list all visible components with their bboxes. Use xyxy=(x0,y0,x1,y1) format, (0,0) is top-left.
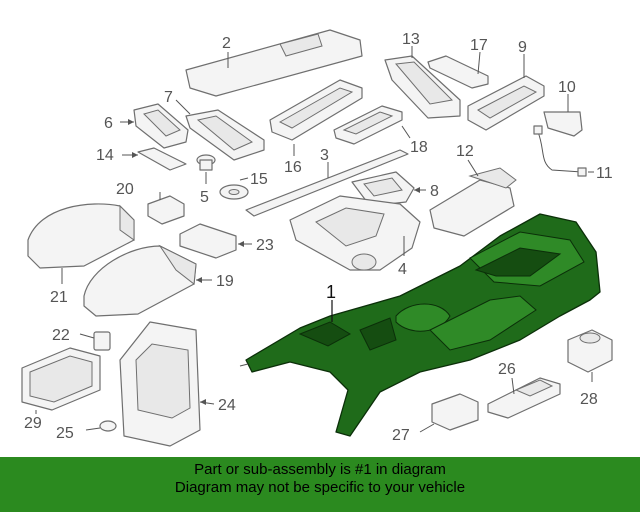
callout-13: 13 xyxy=(402,31,420,48)
part-10-bracket[interactable] xyxy=(543,94,583,137)
info-banner: Part or sub-assembly is #1 in diagram Di… xyxy=(0,457,640,512)
part-9-bracket-tray[interactable] xyxy=(467,54,545,131)
callout-3: 3 xyxy=(320,147,329,164)
part-12-module[interactable] xyxy=(429,159,517,237)
callout-4: 4 xyxy=(398,261,407,278)
callout-22: 22 xyxy=(52,327,70,344)
part-7-tray-liner[interactable] xyxy=(175,99,265,161)
part-14-mat[interactable] xyxy=(122,147,187,171)
part-22-clip[interactable] xyxy=(79,331,111,351)
callout-25: 25 xyxy=(56,425,74,442)
callout-19: 19 xyxy=(216,273,234,290)
callout-27: 27 xyxy=(392,427,410,444)
part-18-pad[interactable] xyxy=(333,105,411,145)
callout-16: 16 xyxy=(284,159,302,176)
part-25-fastener[interactable] xyxy=(85,420,117,432)
callout-29: 29 xyxy=(24,415,42,432)
callout-9: 9 xyxy=(518,39,527,56)
callout-2: 2 xyxy=(222,35,231,52)
part-1-center-console-highlighted[interactable] xyxy=(239,213,601,437)
callout-17: 17 xyxy=(470,37,488,54)
callout-15: 15 xyxy=(250,171,268,188)
callout-23: 23 xyxy=(256,237,274,254)
exploded-parts-diagram: 2 13 17 9 10 7 6 16 18 3 12 11 14 15 5 2… xyxy=(21,29,613,447)
part-28-controller-knob[interactable] xyxy=(567,329,613,382)
part-13-storage-tray[interactable] xyxy=(384,46,461,119)
callout-8: 8 xyxy=(430,183,439,200)
part-3-trim-strip[interactable] xyxy=(245,149,409,217)
part-19-armrest-base[interactable] xyxy=(83,244,212,317)
part-17-cover[interactable] xyxy=(427,51,489,89)
banner-line-1: Part or sub-assembly is #1 in diagram xyxy=(194,461,446,478)
part-4-console-frame[interactable] xyxy=(289,195,421,271)
callout-24: 24 xyxy=(218,397,236,414)
callout-26: 26 xyxy=(498,361,516,378)
part-21-armrest[interactable] xyxy=(27,203,135,284)
callout-6: 6 xyxy=(104,115,113,132)
banner-line-2: Diagram may not be specific to your vehi… xyxy=(174,479,466,496)
part-20-block[interactable] xyxy=(147,192,185,225)
callout-28: 28 xyxy=(580,391,598,408)
part-2-trim-panel[interactable] xyxy=(185,29,363,97)
callout-14: 14 xyxy=(96,147,114,164)
part-11-wire-harness[interactable] xyxy=(533,125,594,177)
part-26-switch-panel[interactable] xyxy=(487,377,561,419)
callout-20: 20 xyxy=(116,181,134,198)
callout-5: 5 xyxy=(200,189,209,206)
part-6-cupholder-insert[interactable] xyxy=(120,103,189,149)
part-5-knob[interactable] xyxy=(196,154,216,184)
callout-1: 1 xyxy=(326,282,336,302)
part-16-mat[interactable] xyxy=(269,79,363,156)
part-23-hinge-cover[interactable] xyxy=(179,223,252,259)
part-15-washer[interactable] xyxy=(219,177,249,200)
callout-18: 18 xyxy=(410,139,428,156)
callout-10: 10 xyxy=(558,79,576,96)
callout-11: 11 xyxy=(596,165,613,182)
callout-7: 7 xyxy=(164,89,173,106)
callout-21: 21 xyxy=(50,289,68,306)
part-24-rear-panel[interactable] xyxy=(119,321,215,447)
part-8-bezel[interactable] xyxy=(351,171,426,207)
part-29-rear-vent[interactable] xyxy=(21,347,101,414)
callout-12: 12 xyxy=(456,143,474,160)
part-27-switch[interactable] xyxy=(419,393,479,433)
